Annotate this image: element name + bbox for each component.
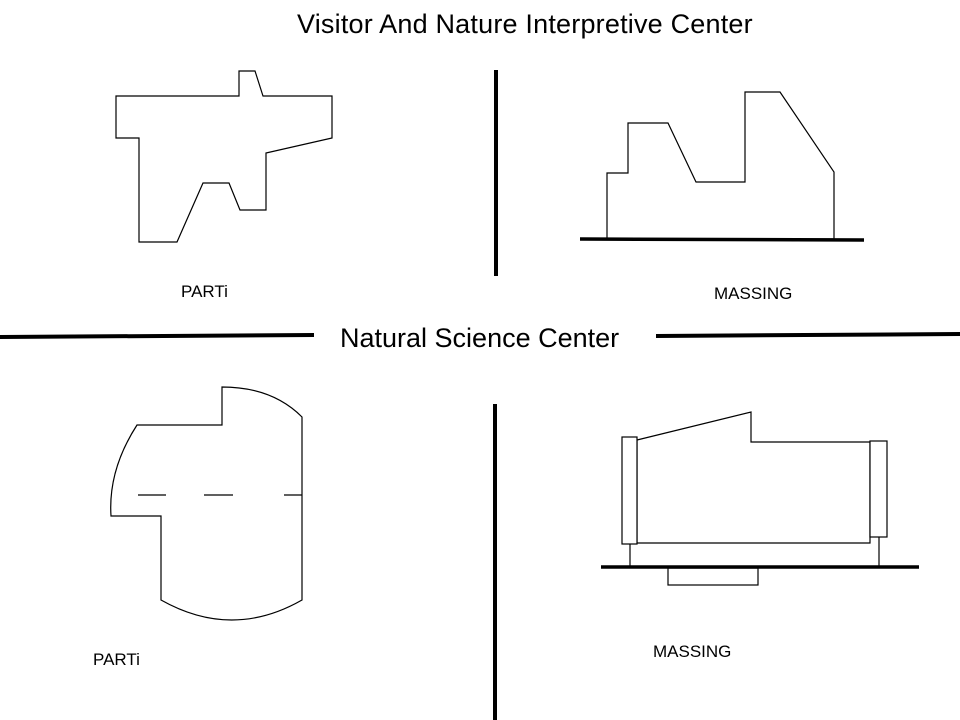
horizontal-divider-right [655, 332, 960, 338]
massing-science-right-pillar [869, 440, 888, 538]
ground-line-top-right [579, 237, 865, 242]
massing-visitor-center [606, 91, 835, 240]
label-parti-top: PARTi [181, 282, 228, 301]
label-parti-bottom: PARTi [93, 650, 140, 669]
section-title-natural-science-center: Natural Science Center [340, 323, 620, 353]
parti-plan-science-center [110, 386, 303, 621]
diagram-title: Visitor And Nature Interpretive Center [297, 9, 753, 39]
label-massing-top: MASSING [714, 284, 793, 303]
massing-science-basement [667, 567, 759, 586]
massing-science-left-pillar [621, 436, 638, 545]
label-massing-bottom: MASSING [653, 642, 732, 661]
horizontal-divider-left [0, 333, 315, 339]
massing-science-main-volume [636, 411, 871, 544]
parti-plan-visitor-center [115, 70, 333, 243]
